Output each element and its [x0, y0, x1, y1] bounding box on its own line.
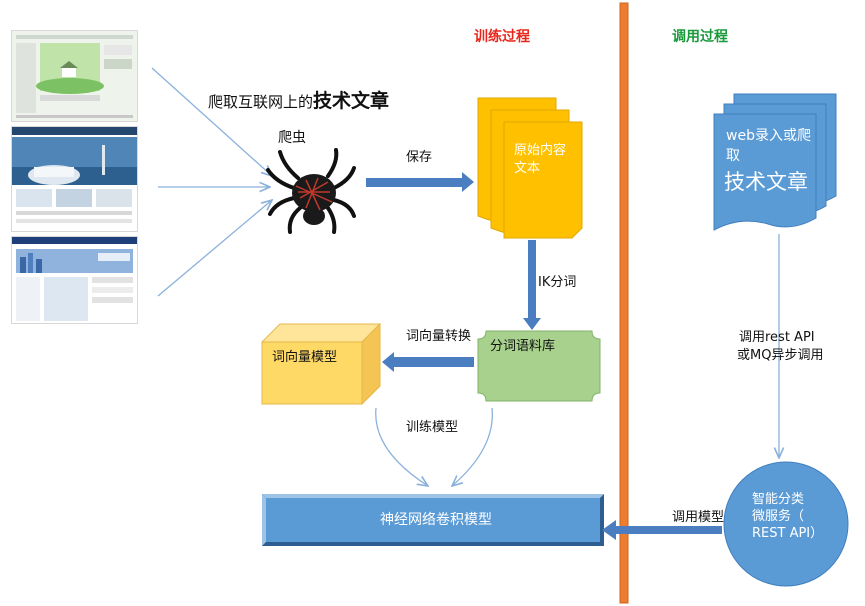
service-line3: REST API） — [752, 526, 824, 541]
crawl-caption-emphasis: 技术文章 — [313, 90, 390, 112]
raw-docs-label: 原始内容文本 — [514, 143, 567, 176]
raw-docs-stack — [477, 97, 583, 239]
save-arrow — [366, 172, 474, 192]
cnn-label: 神经网络卷积模型 — [380, 512, 492, 528]
corpus-shape — [477, 330, 601, 402]
header-invocation: 调用过程 — [672, 29, 728, 45]
ik-arrow — [523, 240, 541, 330]
header-training: 训练过程 — [474, 29, 530, 45]
train-arrow-left — [375, 407, 428, 486]
website-thumbnail-3 — [11, 236, 138, 324]
website-thumbnail-2 — [11, 126, 138, 232]
website-thumbnail-1 — [11, 30, 138, 122]
web-doc-stack — [713, 93, 837, 231]
website-thumbnail-3-graphic — [12, 237, 137, 323]
invoke-call-line1: 调用rest API — [739, 330, 815, 345]
invoke-call-line2: 或MQ异步调用 — [737, 348, 824, 363]
crawl-arrow-top — [151, 67, 272, 176]
cnn-model-box — [262, 494, 604, 546]
crawl-arrow-bottom — [157, 200, 272, 297]
call-model-arrow — [602, 520, 722, 540]
crawl-caption-prefix: 爬取互联网上的 — [208, 93, 314, 111]
train-arrow-right — [452, 407, 493, 486]
call-model-label: 调用模型 — [672, 510, 725, 525]
service-circle — [723, 461, 849, 587]
web-doc-line2: 技术文章 — [724, 170, 808, 194]
spider-label: 爬虫 — [278, 130, 306, 146]
web-doc-line1: web录入或爬取 — [726, 128, 811, 164]
train-label: 训练模型 — [406, 420, 459, 435]
corpus-label: 分词语料库 — [490, 339, 556, 354]
service-line1: 智能分类 — [752, 492, 805, 507]
vector-model-label: 词向量模型 — [272, 350, 338, 365]
website-thumbnail-1-graphic — [12, 31, 137, 121]
website-thumbnail-2-graphic — [12, 127, 137, 231]
vector-convert-label: 词向量转换 — [406, 329, 472, 344]
ik-label: IK分词 — [538, 275, 577, 290]
spider-icon — [266, 148, 356, 234]
crawl-caption: 爬取互联网上的技术文章 — [208, 86, 389, 113]
vector-model-cube — [260, 322, 382, 406]
section-divider — [619, 2, 629, 604]
vector-arrow — [382, 352, 474, 372]
service-line2: 微服务（ — [752, 509, 805, 524]
save-label: 保存 — [406, 150, 433, 165]
